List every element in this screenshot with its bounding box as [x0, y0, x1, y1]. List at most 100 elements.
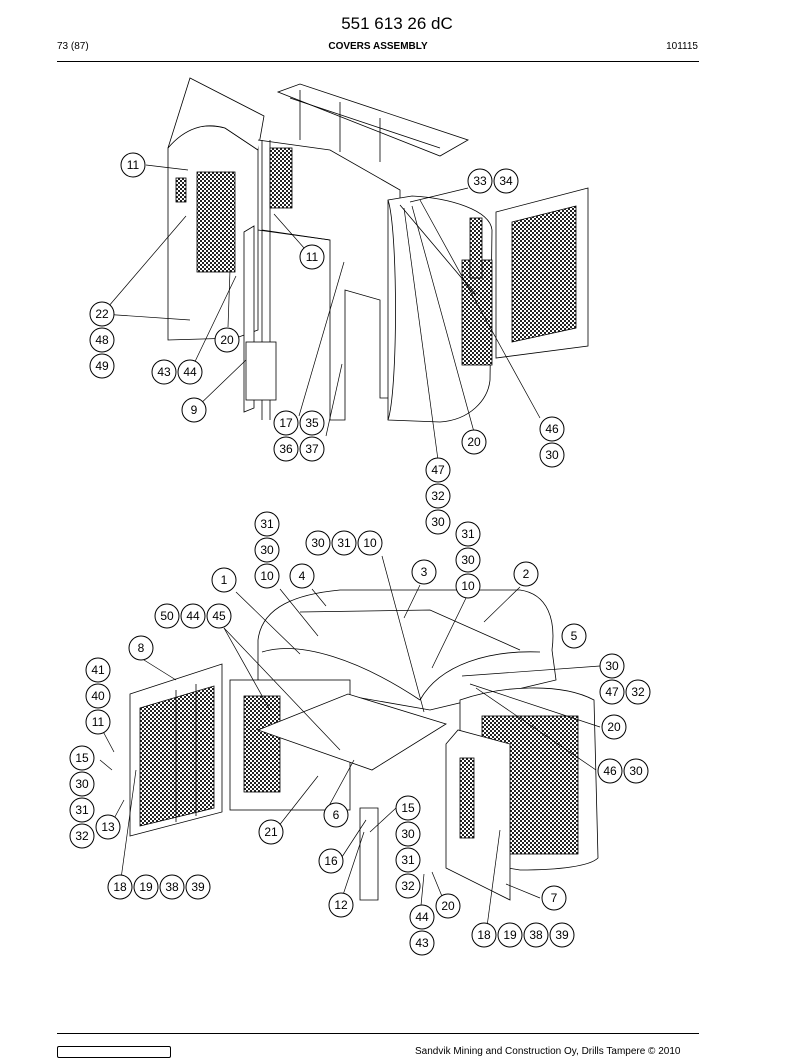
- part-callout: 30: [599, 653, 625, 679]
- part-callout-circle: [85, 657, 111, 683]
- part-callout-number: 9: [191, 403, 198, 417]
- part-callout: 30: [455, 547, 481, 573]
- upper-view: [167, 77, 589, 423]
- part-callout: 32: [425, 483, 451, 509]
- part-callout-number: 48: [95, 333, 109, 347]
- part-callout-number: 6: [333, 808, 340, 822]
- part-callout: 19: [133, 874, 159, 900]
- part-callout: 8: [128, 635, 154, 661]
- part-callout-number: 10: [461, 579, 475, 593]
- part-callout-number: 45: [212, 609, 226, 623]
- sandvik-logo: [57, 1046, 171, 1058]
- part-callout: 30: [305, 530, 331, 556]
- part-callout-circle: [395, 873, 421, 899]
- part-callout-circle: [541, 885, 567, 911]
- part-callout-circle: [254, 537, 280, 563]
- part-callout-circle: [258, 819, 284, 845]
- part-callout: 20: [461, 429, 487, 455]
- part-callout-circle: [89, 327, 115, 353]
- part-callout: 39: [185, 874, 211, 900]
- part-callout-number: 21: [264, 825, 278, 839]
- part-callout-number: 41: [91, 663, 105, 677]
- part-callout-number: 31: [337, 536, 351, 550]
- part-callout: 31: [331, 530, 357, 556]
- part-callout: 11: [299, 244, 325, 270]
- part-callout-circle: [85, 709, 111, 735]
- part-callout-circle: [318, 848, 344, 874]
- part-callout: 44: [180, 603, 206, 629]
- part-callout-number: 19: [503, 928, 517, 942]
- part-callout: 19: [497, 922, 523, 948]
- lower-view: [129, 589, 599, 901]
- part-callout-number: 4: [299, 569, 306, 583]
- part-callout-circle: [69, 745, 95, 771]
- part-callout-number: 18: [477, 928, 491, 942]
- part-callout: 11: [85, 709, 111, 735]
- part-callout-number: 12: [334, 898, 348, 912]
- part-callout: 30: [539, 442, 565, 468]
- part-callout: 13: [95, 814, 121, 840]
- part-callout: 18: [107, 874, 133, 900]
- part-callout-circle: [539, 416, 565, 442]
- part-callout-number: 20: [441, 899, 455, 913]
- part-callout: 46: [539, 416, 565, 442]
- part-callout-circle: [89, 301, 115, 327]
- part-callout: 46: [597, 758, 623, 784]
- part-callout-number: 32: [631, 685, 645, 699]
- part-callout-number: 32: [75, 829, 89, 843]
- part-callout-circle: [328, 892, 354, 918]
- part-callout: 20: [214, 327, 240, 353]
- part-callout-number: 7: [551, 891, 558, 905]
- part-callout-number: 15: [401, 801, 415, 815]
- page-title: COVERS ASSEMBLY: [328, 41, 428, 52]
- part-callout-circle: [539, 442, 565, 468]
- part-callout-number: 47: [605, 685, 619, 699]
- part-callout-circle: [357, 530, 383, 556]
- part-callout-number: 31: [75, 803, 89, 817]
- part-callout-circle: [254, 563, 280, 589]
- part-callout-number: 32: [401, 879, 415, 893]
- part-callout: 33: [467, 168, 493, 194]
- part-callout: 43: [409, 930, 435, 956]
- part-callout-number: 46: [603, 764, 617, 778]
- part-callout-circle: [395, 847, 421, 873]
- part-callout-circle: [273, 436, 299, 462]
- part-callout-circle: [151, 359, 177, 385]
- part-callout: 3: [411, 559, 437, 585]
- part-callout: 17: [273, 410, 299, 436]
- part-callout: 1: [211, 567, 237, 593]
- part-callout-number: 30: [260, 543, 274, 557]
- part-callout-number: 17: [279, 416, 293, 430]
- part-callout: 49: [89, 353, 115, 379]
- part-callout: 16: [318, 848, 344, 874]
- part-callout: 7: [541, 885, 567, 911]
- part-callout-number: 38: [165, 880, 179, 894]
- part-callout-number: 22: [95, 307, 109, 321]
- document-date: 101115: [666, 41, 698, 52]
- part-callout-number: 11: [306, 250, 319, 264]
- part-callout-number: 30: [605, 659, 619, 673]
- part-callout-number: 46: [545, 422, 559, 436]
- part-callout-circle: [214, 327, 240, 353]
- part-callout: 45: [206, 603, 232, 629]
- part-callout-circle: [211, 567, 237, 593]
- part-callout-number: 49: [95, 359, 109, 373]
- part-callout-number: 3: [421, 565, 428, 579]
- part-callout-number: 35: [305, 416, 319, 430]
- footer-divider: [57, 1033, 699, 1034]
- part-callout: 30: [623, 758, 649, 784]
- part-callout-number: 40: [91, 689, 105, 703]
- part-callout: 10: [357, 530, 383, 556]
- part-callout-number: 1: [221, 573, 228, 587]
- part-callout: 30: [425, 509, 451, 535]
- part-callout-circle: [85, 683, 111, 709]
- part-callout-circle: [523, 922, 549, 948]
- part-callout-circle: [455, 573, 481, 599]
- part-callout-circle: [409, 904, 435, 930]
- part-callout-number: 34: [499, 174, 513, 188]
- part-callout-number: 10: [260, 569, 274, 583]
- part-callout-circle: [455, 547, 481, 573]
- part-callout-number: 15: [75, 751, 89, 765]
- part-callout-circle: [254, 511, 280, 537]
